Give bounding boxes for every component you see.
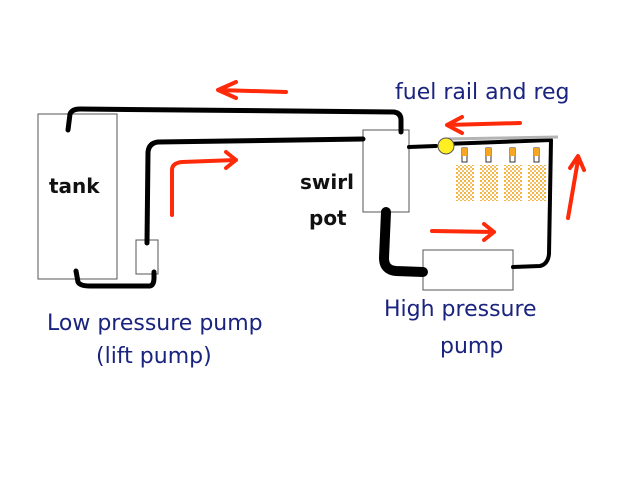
rail-return-flow-arrow xyxy=(445,115,522,135)
swirl-label: swirl xyxy=(300,170,354,194)
tank-to-lift-pump-line xyxy=(73,268,157,289)
low-pressure-pump-label: Low pressure pump xyxy=(47,311,263,336)
return-line xyxy=(65,106,404,135)
up-flow-arrow xyxy=(566,154,586,220)
swirl-pot-to-hp-pump-line xyxy=(379,207,428,277)
fuel-rail-label: fuel rail and reg xyxy=(395,80,570,105)
hp-pump-to-rail-line xyxy=(442,138,553,269)
injector-icon xyxy=(461,147,540,163)
high-pressure-pump-box xyxy=(422,249,514,291)
feed-line-to-swirl-pot xyxy=(144,136,366,246)
hp-flow-arrow xyxy=(430,222,496,242)
return-flow-arrow xyxy=(216,80,288,100)
pot-label: pot xyxy=(309,206,347,230)
tank-box xyxy=(37,113,118,280)
fuel-spray-icon xyxy=(456,165,546,201)
regulator-dot-icon xyxy=(437,137,455,155)
swirl-pot-box xyxy=(362,129,410,213)
tank-label: tank xyxy=(49,174,100,198)
hp-pump-label: pump xyxy=(440,334,504,359)
fuel-rail xyxy=(443,135,559,141)
lift-pump-label: (lift pump) xyxy=(96,344,212,369)
high-pressure-label: High pressure xyxy=(384,297,537,322)
regulator-to-swirl-pot-line xyxy=(407,144,438,149)
arrow-icon xyxy=(170,80,586,242)
lift-flow-arrow xyxy=(170,150,238,217)
